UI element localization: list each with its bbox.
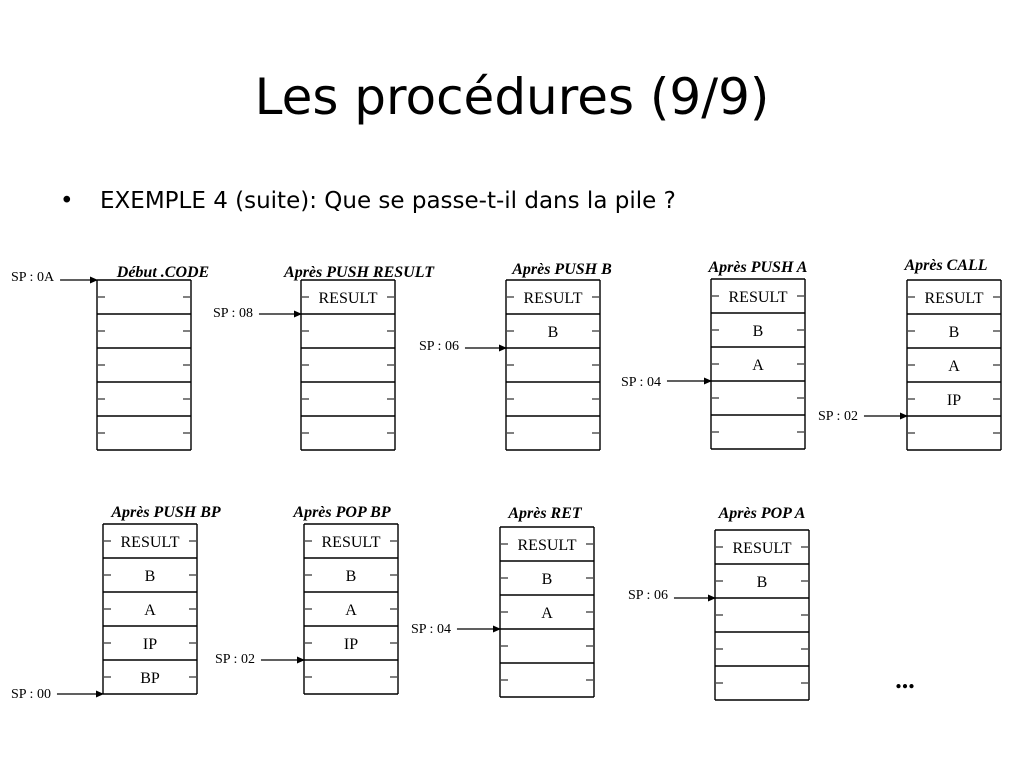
stack-6: Après PUSH BP RESULT BA IP BP SP : 00 xyxy=(11,504,221,702)
sp-label: SP : 04 xyxy=(621,375,661,390)
stack-cell: B xyxy=(542,571,553,588)
stack-cell: B xyxy=(753,323,764,340)
sp-label: SP : 02 xyxy=(818,409,858,424)
stacks-layer: Début .CODE SP : 0A Après PUSH RESULT RESUL… xyxy=(11,257,1002,702)
stack-cell: BP xyxy=(140,670,160,687)
stack-caption: Début .CODE xyxy=(116,264,209,281)
stack-cell: A xyxy=(948,358,960,375)
stack-cell: RESULT xyxy=(729,289,788,306)
stack-9: Après POP A RESULT B SP : 06 xyxy=(628,505,810,701)
sp-label: SP : 08 xyxy=(213,306,253,321)
stack-cell: B xyxy=(346,568,357,585)
stack-cell: RESULT xyxy=(319,290,378,307)
stack-cell: B xyxy=(949,324,960,341)
ellipsis: ... xyxy=(895,665,915,694)
stack-caption: Après POP BP xyxy=(292,504,390,521)
stack-1: Début .CODE SP : 0A xyxy=(11,264,209,451)
stack-4: Après PUSH A RESULT BA SP : 04 xyxy=(621,259,808,450)
stack-cell: IP xyxy=(344,636,358,653)
bullet-item: • EXEMPLE 4 (suite): Que se passe-t-il da… xyxy=(60,184,676,218)
slide-title: Les procédures (9/9) xyxy=(254,68,770,126)
sp-label: SP : 06 xyxy=(628,588,668,603)
sp-label: SP : 06 xyxy=(419,339,459,354)
stack-5: Après CALL RESULT BA IP SP : 02 xyxy=(818,257,1002,451)
stack-caption: Après RET xyxy=(507,505,583,522)
stack-cell: B xyxy=(145,568,156,585)
stack-cell: RESULT xyxy=(322,534,381,551)
stack-cell: B xyxy=(757,574,768,591)
stack-cell: A xyxy=(752,357,764,374)
bullet-text: EXEMPLE 4 (suite): Que se passe-t-il dan… xyxy=(100,188,676,214)
stack-caption: Après PUSH A xyxy=(708,259,808,276)
stack-cell: IP xyxy=(143,636,157,653)
stack-7: Après POP BP RESULT BA IP SP : 02 xyxy=(215,504,399,695)
stack-cell: RESULT xyxy=(121,534,180,551)
stack-cell: RESULT xyxy=(524,290,583,307)
stack-caption: Après PUSH B xyxy=(511,261,612,278)
stack-caption: Après CALL xyxy=(903,257,987,274)
stack-cell: RESULT xyxy=(518,537,577,554)
stack-caption: Après PUSH BP xyxy=(110,504,221,521)
stack-caption: Après PUSH RESULT xyxy=(283,264,435,281)
bullet-marker: • xyxy=(60,188,74,214)
stack-8: Après RET RESULT BA SP : 04 xyxy=(411,505,595,698)
stack-2: Après PUSH RESULT RESULT SP : 08 xyxy=(213,264,435,451)
stack-cell: A xyxy=(144,602,156,619)
stack-caption: Après POP A xyxy=(718,505,806,522)
sp-label: SP : 02 xyxy=(215,652,255,667)
stack-cell: RESULT xyxy=(925,290,984,307)
stack-cell: A xyxy=(345,602,357,619)
sp-label: SP : 04 xyxy=(411,622,451,637)
sp-label: SP : 0A xyxy=(11,270,55,285)
stack-cell: B xyxy=(548,324,559,341)
stack-cell: IP xyxy=(947,392,961,409)
stack-3: Après PUSH B RESULT B SP : 06 xyxy=(419,261,612,451)
stack-cell: A xyxy=(541,605,553,622)
stack-cell: RESULT xyxy=(733,540,792,557)
sp-label: SP : 00 xyxy=(11,687,51,702)
